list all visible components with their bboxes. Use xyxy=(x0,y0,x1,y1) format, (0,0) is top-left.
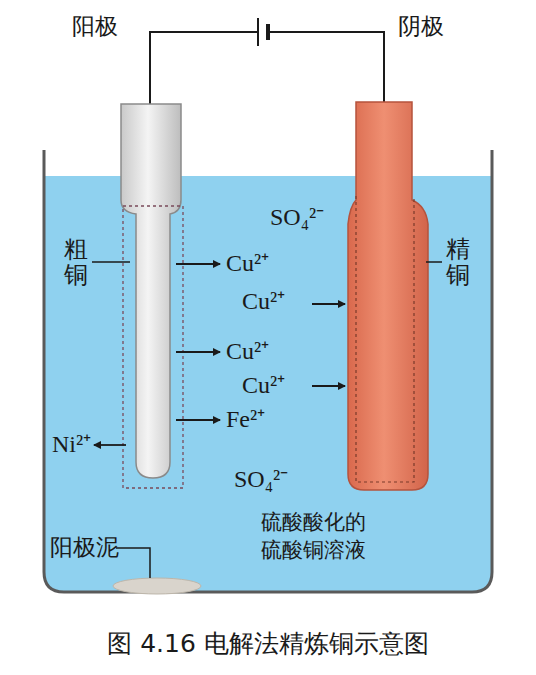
battery-plate xyxy=(257,18,259,46)
ion-label: Cu²⁺ xyxy=(224,338,271,364)
dashed-outline xyxy=(356,196,414,482)
ion-arrow xyxy=(94,264,345,445)
figure-caption: 图 4.16 电解法精炼铜示意图 xyxy=(107,630,429,658)
electrode-label: 阴极 xyxy=(398,14,444,39)
anode-mud xyxy=(113,578,201,594)
cathode-plate xyxy=(348,102,428,490)
ion-label: Cu²⁺ xyxy=(240,288,287,314)
ion-label: Cu²⁺ xyxy=(224,250,271,276)
circuit-wire xyxy=(150,32,384,104)
battery-plate xyxy=(266,24,270,40)
ion-label: SO₄²⁻ xyxy=(232,466,290,492)
solution-label: 硫酸酸化的 硫酸铜溶液 xyxy=(248,508,378,565)
ion-label: Ni²⁺ xyxy=(50,431,93,457)
electrode-label: 阳极 xyxy=(72,14,118,39)
electrode-name: 粗铜 xyxy=(64,236,88,289)
anode-rod xyxy=(121,104,181,478)
electrode-name: 精铜 xyxy=(446,236,470,289)
ion-label: Fe²⁺ xyxy=(224,406,267,432)
mud-label: 阳极泥 xyxy=(50,535,119,560)
ion-label: Cu²⁺ xyxy=(240,372,287,398)
dashed-outline xyxy=(123,206,183,488)
ion-label: SO₄²⁻ xyxy=(268,204,326,230)
leader-line xyxy=(92,262,442,578)
